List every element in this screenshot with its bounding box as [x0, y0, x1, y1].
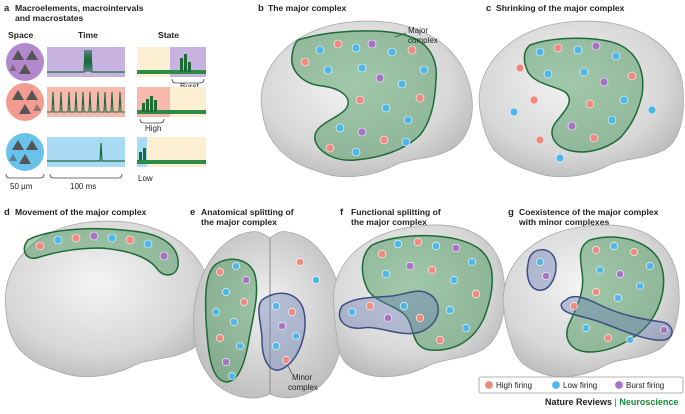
macrointerval-low-trace	[47, 137, 125, 167]
brain-lateral-b	[260, 20, 473, 178]
brain-lateral-c	[478, 20, 684, 178]
panel-f-letter: f	[340, 207, 344, 218]
panel-a-title-line2: and macrostates	[15, 13, 84, 23]
major-complex-b	[291, 30, 438, 161]
panel-f-title-line2: the major complex	[351, 217, 427, 227]
panel-e: e Anatomical splitting of the major comp…	[190, 207, 344, 399]
panel-f: f Functional splitting of the major comp…	[332, 207, 506, 378]
minor-complex-f	[338, 290, 439, 335]
panel-b: b The major complex	[258, 3, 473, 178]
neuron-dots-c	[509, 41, 657, 163]
major-complex-d	[23, 227, 179, 276]
brain-lateral-f	[332, 224, 506, 378]
column-time-header: Time	[78, 30, 98, 40]
panel-e-title-line2: the major complex	[201, 217, 277, 227]
minor-complex-callout-line2: complex	[288, 383, 318, 392]
major-complex-callout-line1: Major	[408, 26, 428, 35]
neuron-dots-g	[536, 242, 668, 344]
legend-low-label: Low firing	[563, 381, 597, 390]
burst-label: Burst	[180, 82, 199, 91]
legend-high-swatch	[484, 380, 494, 390]
column-space-header: Space	[8, 30, 34, 40]
panel-a-title-line1: Macroelements, macrointervals	[15, 3, 144, 13]
time-scale-label: 100 ms	[70, 182, 96, 191]
panel-d: d Movement of the major complex	[4, 207, 212, 378]
legend-high-label: High firing	[496, 381, 532, 390]
panel-d-letter: d	[4, 207, 10, 218]
low-label: Low	[138, 174, 153, 183]
legend-low-swatch	[551, 380, 561, 390]
panel-g: g Coexistence of the major complex with …	[502, 207, 680, 378]
panel-c-title: Shrinking of the major complex	[496, 3, 625, 13]
panel-f-title-line1: Functional splitting of	[351, 207, 441, 217]
major-complex-callout-line	[394, 32, 407, 38]
minor-complex-g-upper	[526, 248, 557, 291]
neuron-dots-f	[347, 237, 481, 345]
macrostate-burst	[137, 47, 206, 77]
journal-name: Nature Reviews	[545, 397, 613, 407]
panel-d-title: Movement of the major complex	[15, 207, 147, 217]
macroelement-high	[6, 83, 44, 121]
panel-b-title: The major complex	[268, 3, 347, 13]
macrostate-high	[137, 87, 206, 117]
high-label: High	[145, 124, 161, 133]
space-scale-label: 50 µm	[10, 182, 33, 191]
panel-e-title-line1: Anatomical splitting of	[201, 207, 294, 217]
panel-c: c Shrinking of the major complex	[478, 3, 684, 178]
panel-a: a Macroelements, macrointervals and macr…	[4, 3, 206, 191]
minor-complex-callout-line	[287, 365, 293, 375]
neuron-dots-e	[212, 258, 320, 380]
journal-credit: Nature Reviews | Neuroscience	[545, 397, 678, 407]
neuron-dots-b	[300, 39, 429, 157]
major-complex-g	[566, 236, 665, 353]
panel-g-letter: g	[508, 207, 514, 218]
brain-top-view	[192, 231, 344, 399]
panel-e-letter: e	[190, 207, 195, 218]
major-complex-callout-line2: complex	[408, 36, 438, 45]
burst-brace	[171, 78, 205, 84]
macrointerval-high-trace	[47, 87, 125, 117]
minor-complex-g-lower	[560, 295, 673, 341]
brain-lateral-d	[4, 220, 212, 378]
macroelement-burst	[6, 43, 44, 81]
panel-b-letter: b	[258, 3, 264, 14]
macroelement-low	[6, 133, 44, 171]
minor-complex-callout-line1: Minor	[292, 373, 312, 382]
credit-separator: |	[614, 397, 617, 407]
time-scale-brace	[49, 173, 123, 179]
journal-section: Neuroscience	[619, 397, 679, 407]
space-scale-brace	[5, 173, 45, 179]
panel-g-title-line2: with minor complexes	[518, 217, 609, 227]
legend: High firing Low firing Burst firing	[478, 376, 684, 394]
legend-burst-label: Burst firing	[626, 381, 664, 390]
panel-c-letter: c	[486, 3, 491, 14]
legend-box	[478, 376, 684, 394]
panel-a-letter: a	[4, 3, 10, 14]
high-brace	[139, 118, 165, 124]
panel-g-title-line1: Coexistence of the major complex	[519, 207, 659, 217]
macrostate-low	[137, 137, 206, 167]
neuron-dots-d	[35, 231, 169, 261]
column-state-header: State	[158, 30, 179, 40]
legend-burst-swatch	[614, 380, 624, 390]
macrointerval-burst-trace	[47, 47, 125, 77]
